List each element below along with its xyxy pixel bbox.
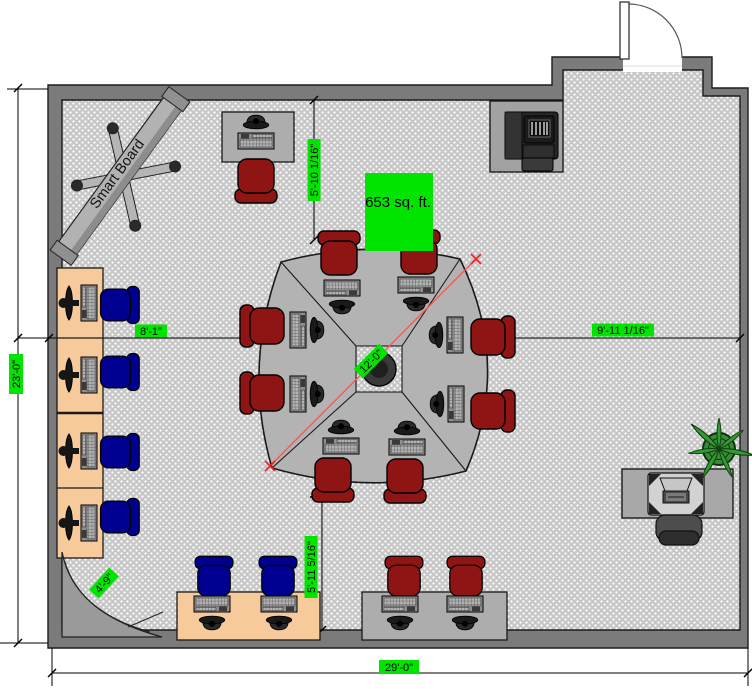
chair-blue — [99, 352, 140, 392]
corner-screen[interactable] — [61, 551, 164, 638]
chair-blue — [258, 555, 298, 597]
dim-right-span[interactable]: 9'-11 1/16" — [592, 323, 654, 338]
svg-text:29'-0": 29'-0" — [385, 662, 413, 674]
chair-red — [317, 230, 361, 276]
svg-text:5'-10 1/16": 5'-10 1/16" — [309, 144, 321, 197]
printer-icon — [647, 472, 705, 516]
dim-left-span[interactable]: 8'-1" — [135, 324, 167, 339]
chair-blue — [99, 285, 140, 325]
area-label[interactable]: 653 sq. ft. — [365, 173, 433, 251]
chair-red — [470, 389, 516, 433]
svg-text:9'-11 1/16": 9'-11 1/16" — [597, 325, 649, 337]
printer-icon — [504, 111, 559, 172]
chair-red — [446, 555, 486, 597]
chair-red — [239, 304, 285, 348]
chair-red — [311, 457, 355, 503]
chair-blue — [99, 432, 140, 472]
printer-desk-right[interactable] — [621, 468, 734, 546]
printer-station-top[interactable] — [489, 100, 564, 173]
chair-red — [239, 371, 285, 415]
plant[interactable] — [687, 417, 752, 481]
bottom-left-desk[interactable] — [176, 591, 321, 641]
left-desk-column[interactable] — [56, 267, 104, 559]
door[interactable] — [619, 1, 683, 60]
desk-chair[interactable] — [655, 514, 703, 546]
chair-blue — [99, 497, 140, 537]
svg-text:8'-1": 8'-1" — [140, 326, 162, 338]
dim-room-height[interactable]: 23'-0" — [9, 354, 23, 394]
chair-red — [383, 458, 427, 504]
top-desk[interactable] — [221, 111, 295, 163]
svg-text:23'-0": 23'-0" — [11, 360, 23, 388]
bottom-center-desk[interactable] — [361, 591, 508, 641]
dim-room-width[interactable]: 29'-0" — [379, 660, 419, 674]
door-threshold — [623, 56, 682, 72]
chair-blue — [194, 555, 234, 597]
chair-red[interactable] — [234, 158, 278, 204]
chair-red — [384, 555, 424, 597]
svg-text:5'-11 5/16": 5'-11 5/16" — [306, 541, 318, 593]
dim-bottom-span[interactable]: 5'-11 5/16" — [304, 536, 319, 598]
chair-red — [470, 315, 516, 359]
dim-top-span[interactable]: 5'-10 1/16" — [307, 139, 322, 201]
svg-text:653 sq. ft.: 653 sq. ft. — [365, 194, 431, 211]
